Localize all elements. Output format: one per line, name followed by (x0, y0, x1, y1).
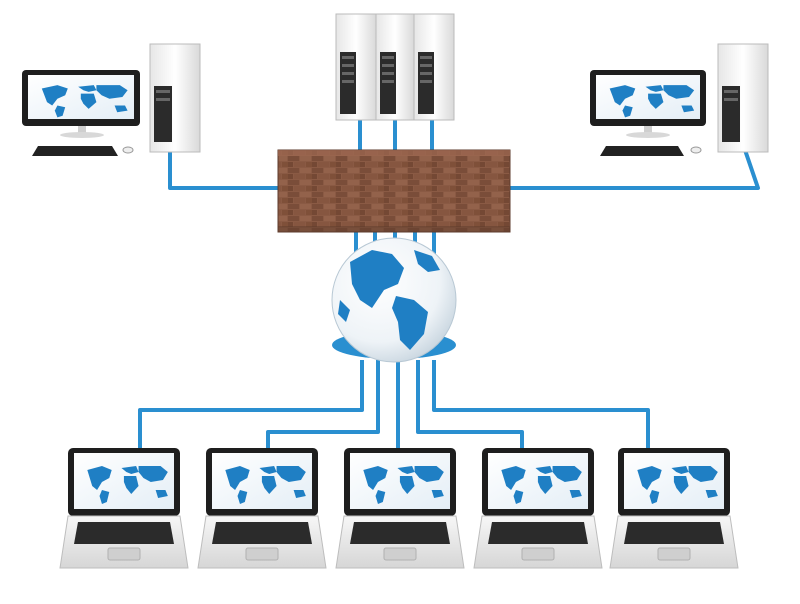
desktop-right (590, 43, 769, 156)
laptop-3 (335, 448, 465, 569)
laptop-2 (197, 448, 327, 569)
desktop-computer-icon (22, 43, 201, 156)
laptop-icon (59, 448, 189, 569)
cable-laptop-5 (432, 360, 650, 450)
laptop-icon (473, 448, 603, 569)
laptop-icon (335, 448, 465, 569)
server-rack (335, 13, 455, 121)
laptop-4 (473, 448, 603, 569)
brick-wall-icon (277, 149, 511, 233)
firewall (277, 149, 511, 233)
cable-desktop-left (168, 150, 280, 190)
server-tower-icon (335, 13, 377, 121)
laptop-icon (197, 448, 327, 569)
cable-laptop-4 (416, 360, 524, 450)
desktop-computer-icon (590, 43, 769, 156)
laptop-5 (609, 448, 739, 569)
desktop-left (22, 43, 201, 156)
laptop-icon (609, 448, 739, 569)
cable-desktop-right (505, 149, 760, 190)
internet-globe (331, 237, 457, 363)
laptop-row (59, 448, 739, 569)
globe-icon (331, 237, 457, 363)
cable-laptop-2 (266, 360, 380, 450)
server-tower-icon (413, 13, 455, 121)
laptop-1 (59, 448, 189, 569)
server-tower-icon (375, 13, 415, 121)
cable-laptop-1 (138, 360, 364, 450)
